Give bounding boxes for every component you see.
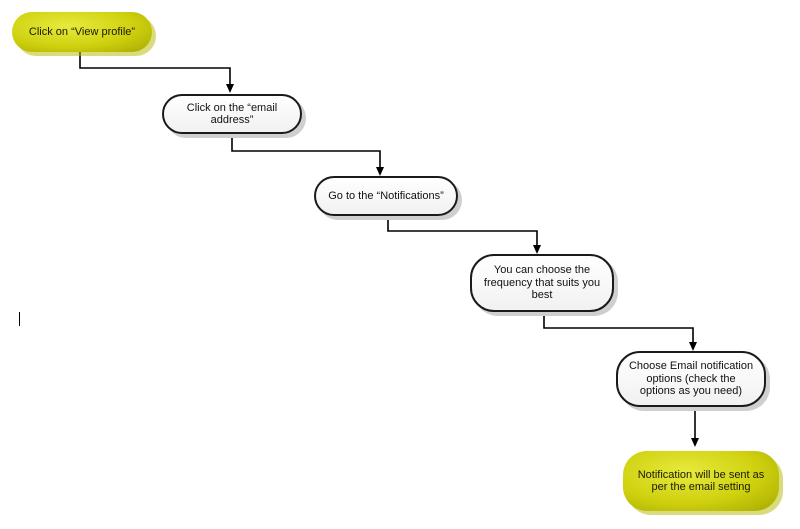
arrowhead-1 xyxy=(226,84,234,93)
start-node: Click on “View profile” xyxy=(12,12,152,52)
connector-3 xyxy=(387,216,538,247)
text-cursor xyxy=(19,312,20,326)
connector-2 xyxy=(231,134,381,169)
arrowhead-4 xyxy=(689,342,697,351)
connector-4 xyxy=(543,313,694,344)
step-node-4: Choose Email notification options (check… xyxy=(616,351,766,407)
step-node-1: Click on the “email address” xyxy=(162,94,302,134)
end-node: Notification will be sent as per the ema… xyxy=(623,451,779,511)
step-4-label: Choose Email notification options (check… xyxy=(628,360,754,398)
arrowhead-2 xyxy=(376,167,384,176)
step-2-label: Go to the “Notifications” xyxy=(328,189,444,202)
step-node-3: You can choose the frequency that suits … xyxy=(470,254,614,312)
step-1-label: Click on the “email address” xyxy=(186,101,278,127)
arrowhead-3 xyxy=(533,245,541,254)
step-3-label: You can choose the frequency that suits … xyxy=(483,264,601,302)
start-label: Click on “View profile” xyxy=(28,25,136,38)
connector-1 xyxy=(79,50,231,86)
arrowhead-5 xyxy=(691,438,699,447)
step-node-2: Go to the “Notifications” xyxy=(314,176,458,216)
end-label: Notification will be sent as per the ema… xyxy=(637,468,765,494)
